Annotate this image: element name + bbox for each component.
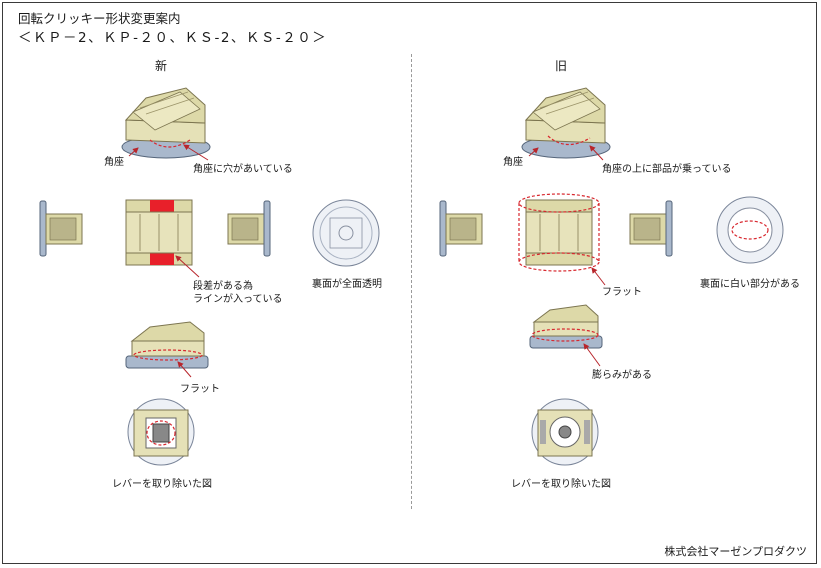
old-perspective-view [521,87,611,159]
old-label-bulge: 膨らみがある [592,370,652,381]
old-label-flat: フラット [602,287,642,298]
new-lever-removed-view [127,398,195,466]
old-side-view-left [439,200,483,257]
new-label-lever-removed: レバーを取り除いた図 [112,479,212,490]
company-name: 株式会社マーゼンプロダクツ [664,545,807,558]
old-label-white-part: 裏面に白い部分がある [700,279,800,290]
center-divider [411,54,412,509]
new-side-view-right [227,200,271,257]
new-perspective-view [121,87,211,159]
new-profile-view [125,321,209,369]
new-label-transparent: 裏面が全面透明 [312,279,382,290]
old-label-lever-removed: レバーを取り除いた図 [511,479,611,490]
page-title: 回転クリッキー形状変更案内 [18,11,181,26]
new-label-step-1: 段差がある為 [193,281,253,292]
new-side-view-left [39,200,83,257]
new-label-base: 角座 [104,157,124,168]
old-label-parts-on-base: 角座の上に部品が乗っている [602,164,732,175]
old-lever-removed-view [531,398,599,466]
old-side-view-right [629,200,673,257]
old-label-base: 角座 [503,157,523,168]
model-list: ＜ＫＰ－2、ＫＰ-２０、ＫＳ-2、ＫＳ-２０＞ [18,30,328,46]
old-bottom-view [716,196,784,264]
new-bottom-view [312,199,380,267]
old-heading: 旧 [555,59,568,73]
old-top-view [518,193,600,272]
old-profile-view [529,304,603,349]
new-heading: 新 [155,59,168,73]
new-label-step-2: ラインが入っている [193,294,283,305]
new-label-flat: フラット [180,384,220,395]
new-label-hole: 角座に穴があいている [193,164,293,175]
new-top-view [125,199,193,266]
